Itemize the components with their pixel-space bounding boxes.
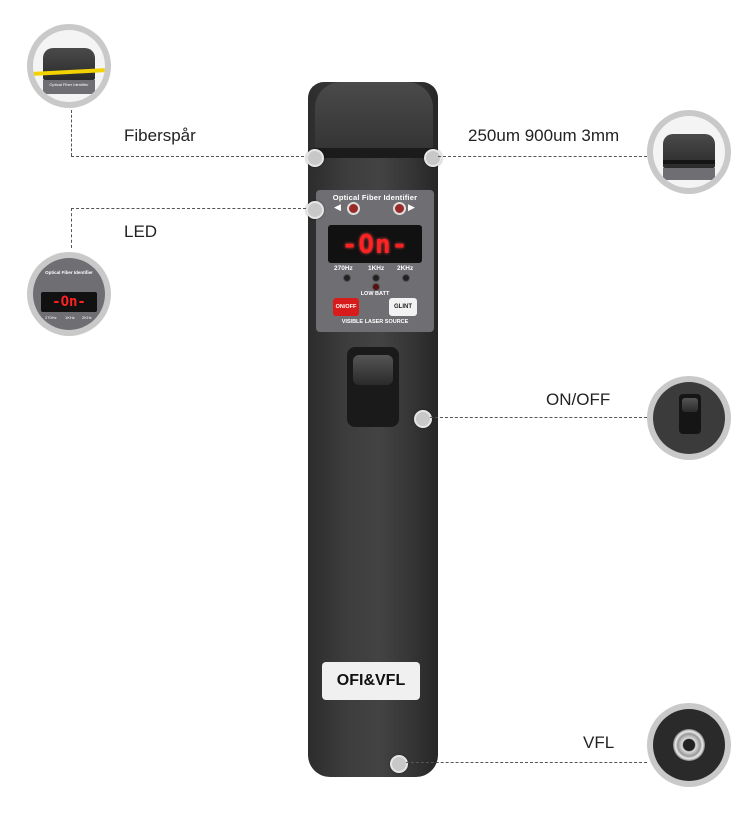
thumb-switch-knob [682, 398, 698, 412]
callout-line-on-off [430, 417, 647, 418]
device-cap [315, 82, 433, 154]
label-vfl: VFL [583, 733, 615, 752]
panel-title: Optical Fiber Identifier [332, 193, 418, 202]
hotspot-fiber-slot[interactable] [306, 149, 324, 167]
label-on-off: ON/OFF [546, 390, 611, 409]
thumb-led-display: -On- [41, 292, 97, 312]
thumb-panel-title: Optical Fiber Identifier [49, 82, 89, 87]
thumb-device-cap [43, 48, 95, 80]
led-right-icon [393, 202, 406, 215]
thumb-switch [679, 394, 701, 434]
thumb-slot [663, 160, 715, 164]
led-left-icon [347, 202, 360, 215]
callout-line-fiber-slot-v [71, 110, 72, 156]
thumb-led-display-text: -On- [52, 294, 86, 310]
on-off-button[interactable]: ON/OFF [333, 298, 359, 316]
zoom-vfl-thumbnail [647, 703, 731, 787]
zoom-on-off-thumbnail [647, 376, 731, 460]
low-batt-label: LOW BATT [360, 291, 390, 297]
glint-button[interactable]: GLINT [389, 298, 417, 316]
freq-led-2k-icon [402, 274, 410, 282]
switch-knob[interactable] [353, 355, 393, 385]
led-display: -On- [328, 225, 422, 263]
display-text: -On- [341, 230, 409, 260]
vfl-port-icon [673, 729, 705, 761]
on-off-switch[interactable] [347, 347, 399, 427]
callout-line-fiber-slot-h [71, 156, 309, 157]
low-batt-led-icon [372, 283, 380, 291]
control-panel: Optical Fiber Identifier ◀ ▶ -On- 270Hz … [316, 190, 434, 332]
product-badge: OFI&VFL [322, 662, 420, 700]
callout-line-fiber-sizes [438, 156, 647, 157]
freq-label-270: 270Hz [334, 265, 353, 272]
hotspot-led[interactable] [306, 201, 324, 219]
freq-led-1k-icon [372, 274, 380, 282]
visible-laser-source-label: VISIBLE LASER SOURCE [341, 319, 409, 325]
hotspot-on-off[interactable] [414, 410, 432, 428]
freq-label-1k: 1KHz [368, 265, 385, 272]
thumb-led-panel-title: Optical Fiber Identifier [45, 270, 93, 275]
thumb-freq-270: 270Hz [45, 315, 57, 320]
freq-led-270-icon [343, 274, 351, 282]
callout-line-vfl [406, 762, 647, 763]
callout-line-led-h [71, 208, 306, 209]
label-fiber-sizes: 250um 900um 3mm [468, 126, 620, 145]
zoom-fiber-slot-thumbnail: Optical Fiber Identifier [27, 24, 111, 108]
hotspot-fiber-sizes[interactable] [424, 149, 442, 167]
label-fiber-slot: Fiberspår [124, 126, 196, 145]
label-led: LED [124, 222, 158, 241]
arrow-right-icon: ▶ [408, 202, 415, 212]
thumb-freq-1k: 1KHz [65, 315, 75, 320]
zoom-led-thumbnail: Optical Fiber Identifier -On- 270Hz 1KHz… [27, 252, 111, 336]
arrow-left-icon: ◀ [334, 202, 341, 212]
fiber-slot [315, 148, 433, 158]
thumb-panel: Optical Fiber Identifier [43, 80, 95, 94]
hotspot-vfl[interactable] [390, 755, 408, 773]
thumb-panel-2 [663, 168, 715, 180]
thumb-freq-2k: 2KHz [82, 315, 92, 320]
callout-line-led-v [71, 208, 72, 248]
freq-label-2k: 2KHz [397, 265, 414, 272]
zoom-fiber-sizes-thumbnail [647, 110, 731, 194]
